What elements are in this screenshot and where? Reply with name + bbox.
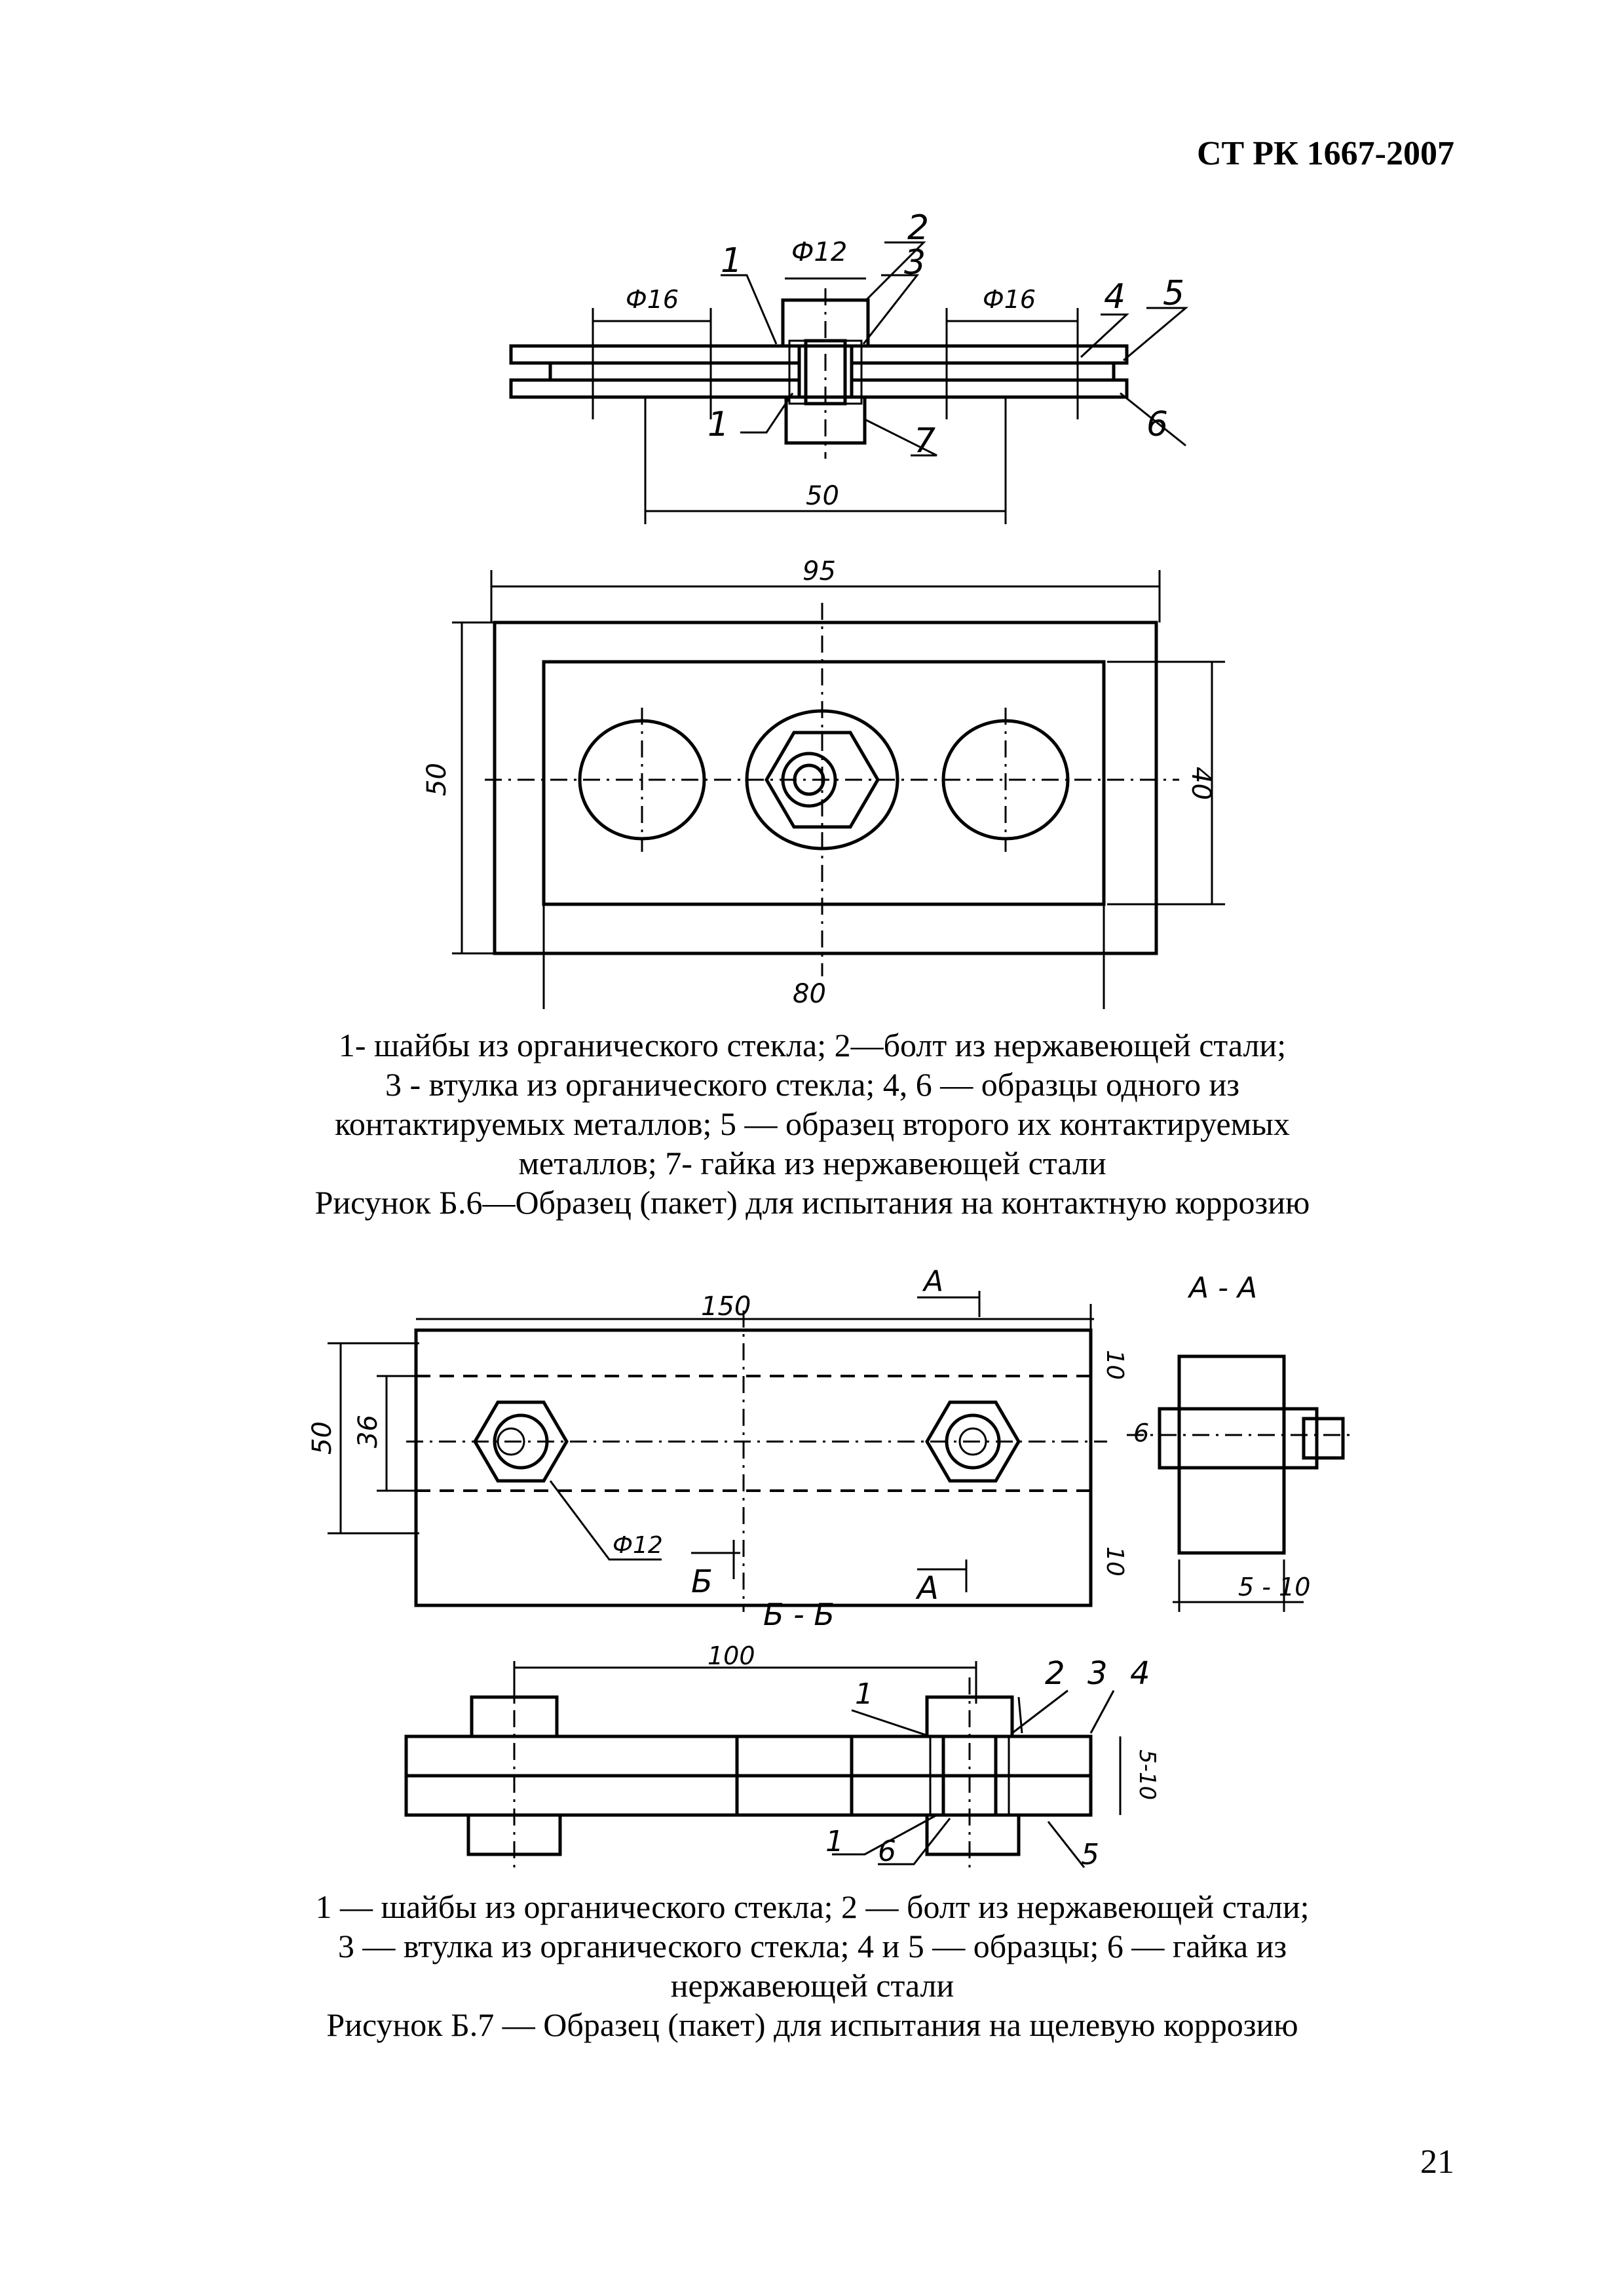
b6-d-hole-right: Ф16	[983, 285, 1036, 314]
b7-dim-150: 150	[701, 1292, 751, 1322]
b7-dim-36: 36	[353, 1415, 383, 1448]
legend-line: 3 — втулка из органического стекла; 4 и …	[337, 1928, 1287, 1964]
b7-label-6: 6	[878, 1835, 896, 1868]
b7-d-12: Ф12	[613, 1532, 663, 1559]
b6-label-2: 2	[907, 208, 929, 248]
b7-plan-view	[328, 1291, 1356, 1612]
figure-b6-legend: 1- шайбы из органического стекла; 2—болт…	[131, 1025, 1494, 1222]
b7-dim-10b: 10	[1101, 1546, 1128, 1577]
b7-dim-50: 50	[307, 1421, 337, 1455]
b7-label-2: 2	[1045, 1655, 1065, 1692]
legend-line: металлов; 7- гайка из нержавеющей стали	[518, 1145, 1106, 1181]
b7-section-b: Б	[691, 1563, 713, 1600]
document-code: СТ РК 1667-2007	[1196, 135, 1454, 172]
b6-section-view	[509, 241, 1189, 524]
b7-view-aa: А - А	[1187, 1271, 1257, 1305]
page-number: 21	[1420, 2143, 1454, 2181]
legend-line: 3 - втулка из органического стекла; 4, 6…	[385, 1066, 1240, 1103]
b7-section-a: А	[915, 1570, 939, 1607]
b6-label-1: 1	[721, 241, 742, 280]
legend-line: 1 — шайбы из органического стекла; 2 — б…	[315, 1888, 1310, 1925]
b7-dim-10a: 10	[1101, 1350, 1128, 1380]
b6-label-7: 7	[914, 421, 935, 461]
figure-b7-drawing: 150 50 36 10 10 Ф12 Б А А А - А 5 - 10 6…	[307, 1265, 1356, 1874]
b7-dim-5-10: 5 - 10	[1238, 1573, 1310, 1601]
b7-section-view	[404, 1661, 1122, 1874]
legend-line: 1- шайбы из органического стекла; 2—болт…	[338, 1027, 1287, 1063]
b6-dim-80: 80	[793, 979, 826, 1009]
b7-section-a-top: А	[922, 1265, 943, 1298]
b7-view-bb: Б - Б	[763, 1597, 835, 1632]
figure-caption: Рисунок Б.6—Образец (пакет) для испытани…	[314, 1184, 1310, 1221]
figure-caption: Рисунок Б.7 — Образец (пакет) для испыта…	[326, 2006, 1298, 2043]
b6-dim-50: 50	[806, 481, 839, 511]
legend-line: нержавеющей стали	[670, 1967, 954, 2004]
b6-label-1b: 1	[708, 405, 729, 444]
legend-line: контактируемых металлов; 5 — образец вто…	[335, 1105, 1290, 1142]
b6-d-hole-left: Ф16	[626, 285, 679, 314]
b7-label-3: 3	[1087, 1655, 1108, 1692]
b6-plan-view	[452, 570, 1225, 1009]
figure-b7-legend: 1 — шайбы из органического стекла; 2 — б…	[131, 1887, 1494, 2044]
b6-dim-50v: 50	[422, 763, 452, 796]
b7-label-1: 1	[855, 1677, 873, 1711]
b7-label-5: 5	[1081, 1838, 1099, 1871]
b7-label-1b: 1	[825, 1825, 844, 1858]
figure-b6-drawing: Ф12 Ф16 Ф16 1 2 3 4 5 1 6 7 50 95 50 40	[422, 208, 1225, 1009]
b7-small-6: 6	[1133, 1419, 1149, 1447]
b7-dim-100: 100	[708, 1641, 755, 1670]
b6-dim-95: 95	[803, 556, 836, 586]
b6-label-3: 3	[904, 243, 926, 282]
b6-d-bolt: Ф12	[791, 237, 847, 267]
b6-label-6: 6	[1146, 405, 1168, 444]
b6-label-5: 5	[1163, 274, 1184, 313]
b7-label-5-10: 5-10	[1134, 1750, 1160, 1800]
b6-label-4: 4	[1104, 277, 1125, 316]
b6-dim-40: 40	[1186, 767, 1216, 800]
b7-label-4: 4	[1130, 1655, 1150, 1692]
